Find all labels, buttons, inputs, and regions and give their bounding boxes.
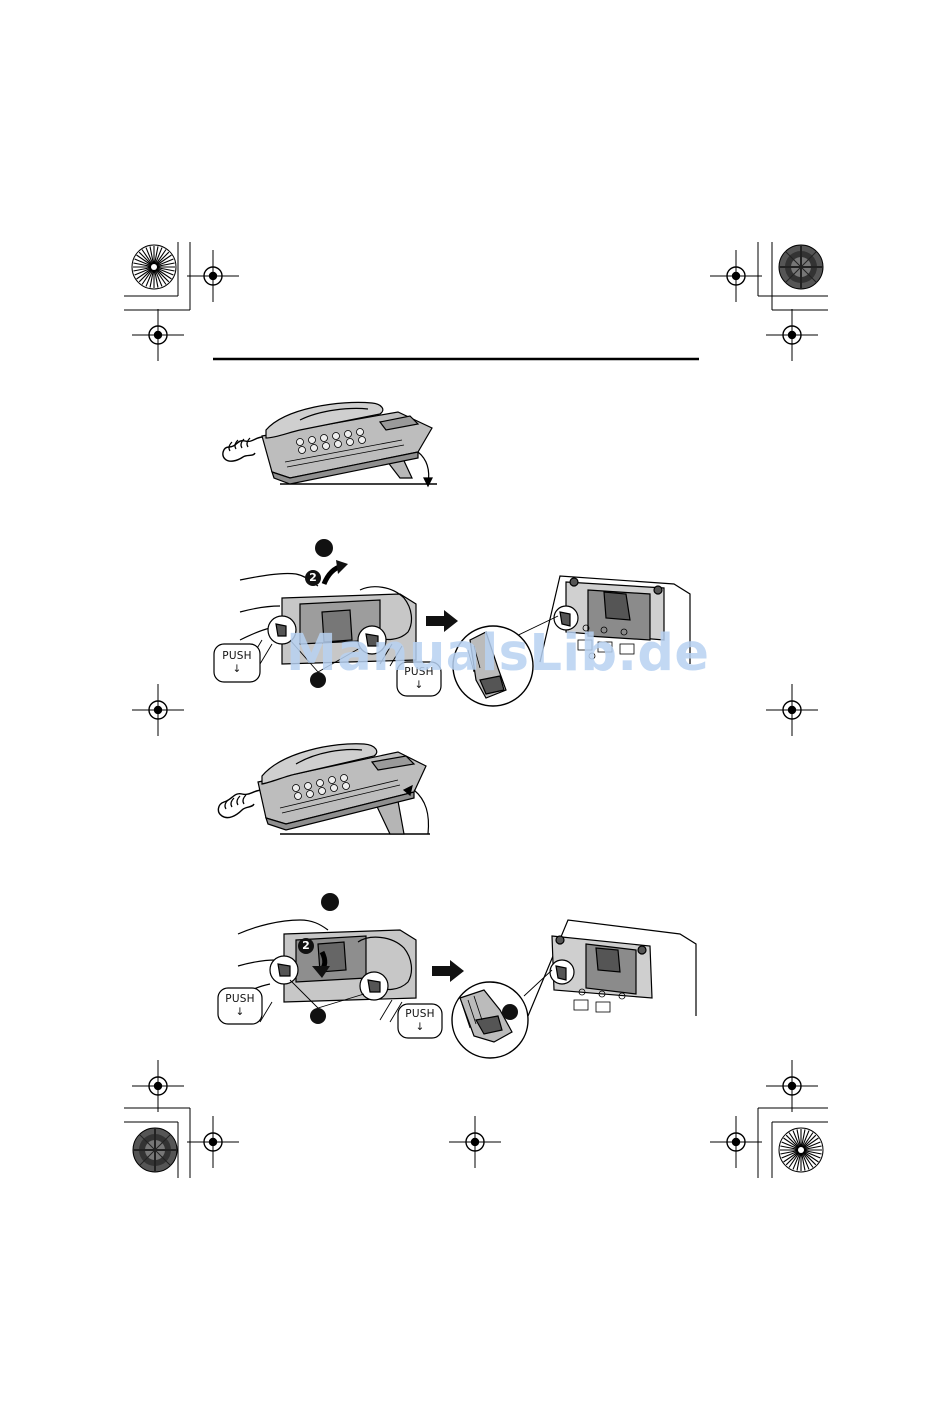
registration-mark-icon xyxy=(766,684,818,736)
watermark-text: ManualsLib.de xyxy=(286,624,676,683)
registration-starburst-icon xyxy=(132,245,176,289)
step-bullet-icon xyxy=(315,539,333,557)
push-label: PUSH ↓ xyxy=(398,1008,442,1034)
registration-mark-icon xyxy=(449,1116,501,1168)
arrow-right-icon xyxy=(432,960,464,982)
step-number-label: 2 xyxy=(307,570,319,586)
push-label: PUSH ↓ xyxy=(215,650,259,676)
registration-starburst-icon xyxy=(779,1128,823,1172)
step-number-label: 2 xyxy=(300,938,312,954)
registration-mark-icon xyxy=(710,1116,762,1168)
registration-color-bar-icon xyxy=(133,1128,177,1172)
phone-low-angle-illustration xyxy=(223,402,437,486)
push-down-arrow-icon: ↓ xyxy=(215,663,259,676)
push-label: PUSH ↓ xyxy=(218,993,262,1019)
registration-mark-icon xyxy=(132,309,184,361)
push-down-arrow-icon: ↓ xyxy=(218,1006,262,1019)
push-label-text: PUSH xyxy=(215,650,259,663)
stand-attached-detail-illustration xyxy=(452,920,696,1058)
registration-mark-icon xyxy=(766,309,818,361)
registration-mark-icon xyxy=(710,250,762,302)
registration-color-bar-icon xyxy=(779,245,823,289)
push-down-arrow-icon: ↓ xyxy=(398,1021,442,1034)
registration-mark-icon xyxy=(187,1116,239,1168)
registration-mark-icon xyxy=(766,1060,818,1112)
registration-mark-icon xyxy=(132,684,184,736)
push-label-text: PUSH xyxy=(398,1008,442,1021)
registration-mark-icon xyxy=(187,250,239,302)
phone-high-angle-illustration xyxy=(218,744,430,834)
registration-mark-icon xyxy=(132,1060,184,1112)
push-label-text: PUSH xyxy=(218,993,262,1006)
step-bullet-icon xyxy=(321,893,339,911)
